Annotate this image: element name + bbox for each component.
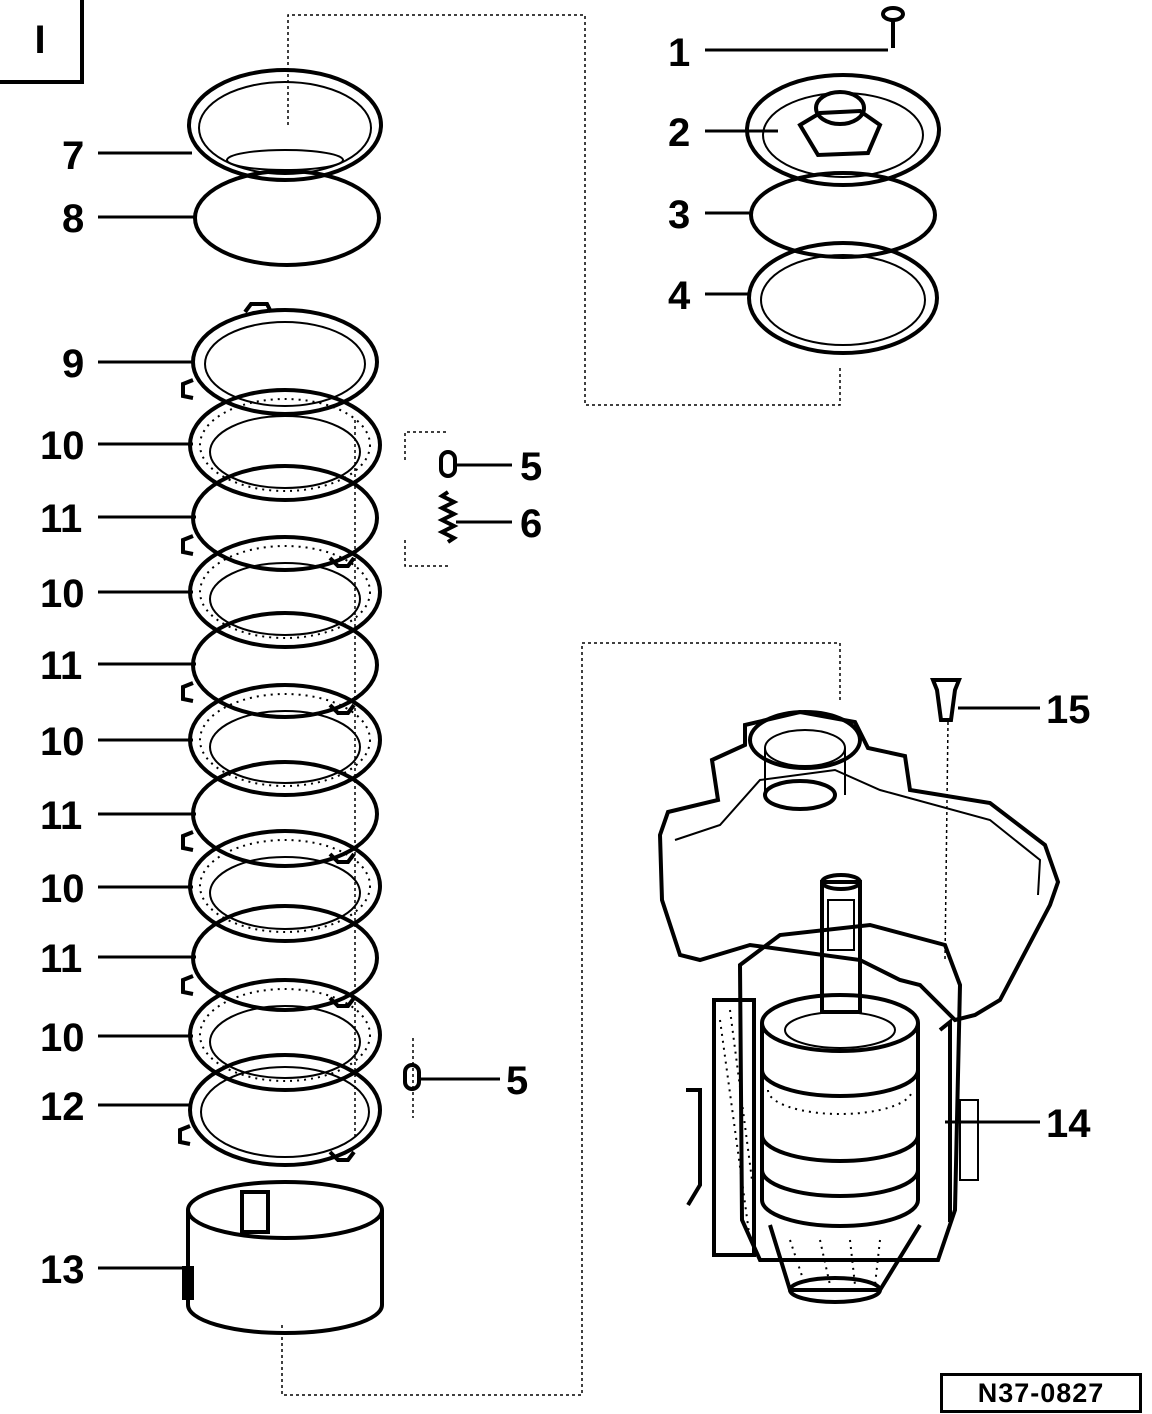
callout-labels: 1 2 3 4 7 8 9 10 11 10 11 10 11 10 11 10…	[40, 31, 1091, 1292]
part-15-plug	[930, 678, 962, 961]
part-12-end-plate	[178, 1053, 382, 1167]
part-9-pressure-plate	[181, 302, 379, 416]
callout-11: 11	[40, 644, 82, 688]
callout-7: 7	[62, 134, 84, 178]
callout-11: 11	[40, 497, 82, 541]
part-8-o-ring	[193, 169, 381, 267]
callout-14: 14	[1046, 1102, 1091, 1146]
part-14-transmission-housing	[657, 709, 1061, 1304]
callout-1: 1	[668, 31, 690, 75]
part-7-retaining-ring	[187, 68, 383, 182]
callout-12: 12	[40, 1085, 85, 1129]
clutch-pack-stack	[178, 68, 384, 1335]
part-5-spring-cup-top	[439, 450, 457, 478]
view-marker: I	[0, 0, 84, 84]
callout-11: 11	[40, 794, 82, 838]
callout-10: 10	[40, 720, 85, 764]
callout-6: 6	[520, 502, 542, 546]
friction-plate-4	[188, 829, 382, 943]
callout-13: 13	[40, 1248, 85, 1292]
callout-5: 5	[520, 445, 542, 489]
callout-8: 8	[62, 197, 84, 241]
callout-10: 10	[40, 572, 85, 616]
part-3-o-ring	[749, 171, 937, 259]
part-5-spring-cup-bottom	[403, 1063, 421, 1091]
callout-10: 10	[40, 1016, 85, 1060]
callout-2: 2	[668, 111, 690, 155]
callout-3: 3	[668, 193, 690, 237]
callout-9: 9	[62, 342, 84, 386]
part-6-spring	[437, 490, 459, 544]
friction-plate-5	[188, 978, 382, 1092]
part-1-bolt	[881, 6, 905, 48]
part-13-drum-sleeve	[182, 1180, 384, 1335]
assembly-guide-lines	[281, 14, 841, 1396]
callout-15: 15	[1046, 688, 1091, 732]
reference-code-box: N37-0827	[940, 1373, 1142, 1413]
part-4-gasket	[747, 241, 939, 355]
callout-10: 10	[40, 424, 85, 468]
callout-5: 5	[506, 1059, 528, 1103]
callout-4: 4	[668, 274, 691, 318]
leader-lines	[98, 48, 1040, 1270]
callout-10: 10	[40, 867, 85, 911]
callout-11: 11	[40, 937, 82, 981]
